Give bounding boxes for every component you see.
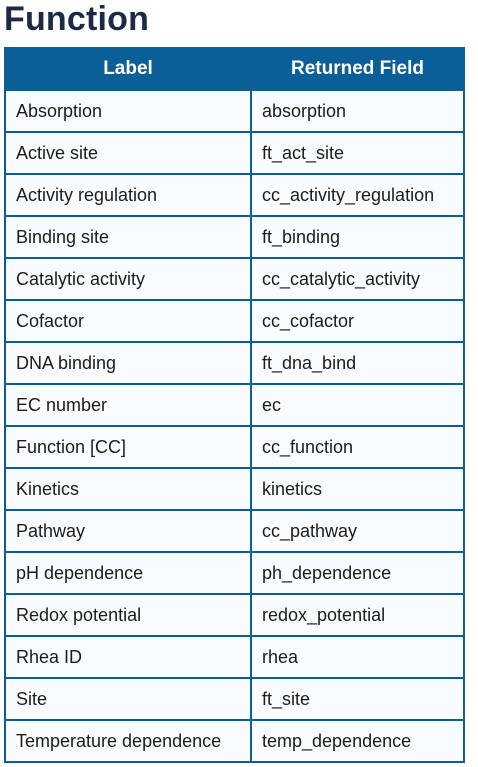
row-label: Function [CC] — [4, 425, 252, 469]
section-title: Function — [4, 0, 150, 38]
row-label: Redox potential — [4, 593, 252, 637]
table-row: Cofactor cc_cofactor — [4, 299, 465, 343]
table-row: Active site ft_act_site — [4, 131, 465, 175]
row-returned-field: cc_cofactor — [250, 299, 465, 343]
row-returned-field: ft_site — [250, 677, 465, 721]
row-returned-field: ph_dependence — [250, 551, 465, 595]
row-label: Cofactor — [4, 299, 252, 343]
table-row: Binding site ft_binding — [4, 215, 465, 259]
table-row: EC number ec — [4, 383, 465, 427]
row-returned-field: temp_dependence — [250, 719, 465, 763]
row-returned-field: rhea — [250, 635, 465, 679]
row-label: Catalytic activity — [4, 257, 252, 301]
row-returned-field: cc_activity_regulation — [250, 173, 465, 217]
row-label: Absorption — [4, 89, 252, 133]
row-returned-field: kinetics — [250, 467, 465, 511]
row-label: Temperature dependence — [4, 719, 252, 763]
table-row: Activity regulation cc_activity_regulati… — [4, 173, 465, 217]
table-row: Function [CC] cc_function — [4, 425, 465, 469]
table-row: Temperature dependence temp_dependence — [4, 719, 465, 763]
row-returned-field: ft_binding — [250, 215, 465, 259]
row-label: DNA binding — [4, 341, 252, 385]
function-fields-table: Label Returned Field Absorption absorpti… — [4, 47, 465, 763]
row-label: Kinetics — [4, 467, 252, 511]
row-returned-field: redox_potential — [250, 593, 465, 637]
row-returned-field: cc_function — [250, 425, 465, 469]
table-row: Absorption absorption — [4, 89, 465, 133]
column-header-returned-field: Returned Field — [250, 47, 465, 91]
row-returned-field: ft_dna_bind — [250, 341, 465, 385]
row-returned-field: ec — [250, 383, 465, 427]
table-row: Catalytic activity cc_catalytic_activity — [4, 257, 465, 301]
row-label: EC number — [4, 383, 252, 427]
row-label: Active site — [4, 131, 252, 175]
row-returned-field: absorption — [250, 89, 465, 133]
table-row: DNA binding ft_dna_bind — [4, 341, 465, 385]
table-row: Kinetics kinetics — [4, 467, 465, 511]
row-label: pH dependence — [4, 551, 252, 595]
row-label: Pathway — [4, 509, 252, 553]
row-label: Rhea ID — [4, 635, 252, 679]
row-label: Site — [4, 677, 252, 721]
column-header-label: Label — [4, 47, 252, 91]
table-row: Site ft_site — [4, 677, 465, 721]
table-row: Redox potential redox_potential — [4, 593, 465, 637]
table-header-row: Label Returned Field — [4, 47, 465, 91]
table-row: Rhea ID rhea — [4, 635, 465, 679]
row-returned-field: cc_pathway — [250, 509, 465, 553]
row-returned-field: ft_act_site — [250, 131, 465, 175]
table-row: pH dependence ph_dependence — [4, 551, 465, 595]
row-returned-field: cc_catalytic_activity — [250, 257, 465, 301]
row-label: Activity regulation — [4, 173, 252, 217]
row-label: Binding site — [4, 215, 252, 259]
table-row: Pathway cc_pathway — [4, 509, 465, 553]
